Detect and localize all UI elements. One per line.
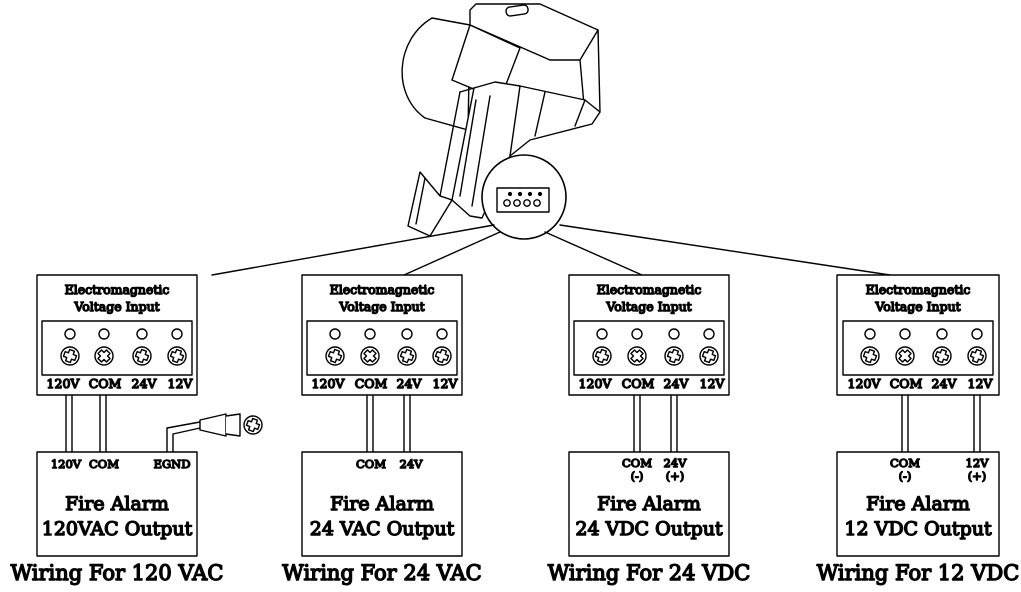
- output-terminal-label: 12V: [966, 456, 990, 470]
- x-screw-icon: [895, 346, 915, 366]
- plus-screw-icon: [167, 346, 187, 366]
- plus-screw-icon: [967, 346, 987, 366]
- terminal-strip: [573, 320, 725, 376]
- panel-24vac: Electromagnetic Voltage Input 120V COM 2…: [282, 274, 482, 586]
- leader-line-2: [403, 231, 501, 276]
- ground-lug-icon: [199, 413, 263, 437]
- input-title-line1: Electromagnetic: [330, 282, 435, 297]
- leader-line-1: [211, 224, 495, 276]
- wires: [65, 395, 201, 453]
- leader-line-4: [559, 224, 891, 276]
- polarity-label: (-): [631, 469, 644, 483]
- input-title-line2: Voltage Input: [874, 299, 960, 314]
- plus-screw-icon: [860, 346, 880, 366]
- wires: [633, 395, 678, 453]
- input-title-line2: Voltage Input: [73, 299, 159, 314]
- terminal-label: 12V: [168, 376, 194, 391]
- terminal-label: COM: [890, 376, 923, 391]
- x-screw-icon: [360, 346, 380, 366]
- terminal-label: 12V: [700, 376, 726, 391]
- plus-screw-icon: [592, 346, 612, 366]
- terminal-label: COM: [622, 376, 655, 391]
- panel-120vac: Electromagnetic Voltage Input 120V COM 2…: [10, 274, 263, 586]
- plus-screw-icon: [132, 346, 152, 366]
- output-type-label: 120VAC Output: [42, 518, 193, 540]
- input-title-line2: Voltage Input: [605, 299, 691, 314]
- panel-24vdc: Electromagnetic Voltage Input 120V COM 2…: [547, 274, 751, 586]
- fire-alarm-block: [568, 451, 730, 557]
- fire-alarm-label: Fire Alarm: [597, 493, 701, 515]
- leader-line-3: [544, 231, 643, 276]
- output-terminal-label: COM: [356, 457, 386, 471]
- terminal-label: 24V: [132, 376, 158, 391]
- x-screw-icon: [94, 346, 114, 366]
- output-terminal-label: EGND: [154, 457, 191, 471]
- output-terminal-label: 120V: [51, 457, 82, 471]
- output-type-label: 24 VAC Output: [310, 518, 455, 540]
- polarity-label: (+): [666, 469, 685, 483]
- x-screw-icon: [627, 346, 647, 366]
- input-title-line2: Voltage Input: [338, 299, 424, 314]
- plus-screw-icon: [432, 346, 452, 366]
- wires: [901, 395, 981, 453]
- wiring-caption: Wiring For 120 VAC: [11, 561, 224, 585]
- output-terminal-label: 24V: [400, 457, 424, 471]
- fire-alarm-label: Fire Alarm: [65, 493, 169, 515]
- terminal-label: 120V: [579, 376, 613, 391]
- polarity-label: (+): [968, 469, 987, 483]
- plus-screw-icon: [60, 346, 80, 366]
- terminal-strip: [41, 320, 193, 376]
- terminal-label: 12V: [968, 376, 994, 391]
- terminal-label: 120V: [312, 376, 346, 391]
- terminal-label: 12V: [433, 376, 459, 391]
- fire-alarm-label: Fire Alarm: [330, 493, 434, 515]
- terminal-label: 24V: [664, 376, 690, 391]
- terminal-label: COM: [355, 376, 388, 391]
- output-terminal-label: 24V: [664, 456, 688, 470]
- terminal-label: 120V: [47, 376, 81, 391]
- terminal-label: 24V: [397, 376, 423, 391]
- plus-screw-icon: [397, 346, 417, 366]
- terminal-strip: [306, 320, 458, 376]
- fire-alarm-block: [36, 451, 198, 557]
- wiring-caption: Wiring For 12 VDC: [817, 561, 1020, 585]
- panel-12vdc: Electromagnetic Voltage Input 120V COM 2…: [816, 274, 1020, 586]
- output-terminal-label: COM: [89, 457, 119, 471]
- input-title-line1: Electromagnetic: [866, 282, 971, 297]
- plus-screw-icon: [325, 346, 345, 366]
- terminal-label: COM: [89, 376, 122, 391]
- terminal-label: 24V: [932, 376, 958, 391]
- output-type-label: 12 VDC Output: [844, 518, 992, 540]
- wires: [366, 395, 411, 453]
- fire-alarm-label: Fire Alarm: [866, 493, 970, 515]
- polarity-label: (-): [899, 469, 912, 483]
- terminal-label: 120V: [848, 376, 882, 391]
- plus-screw-icon: [699, 346, 719, 366]
- door-holder-device-icon: [401, 3, 601, 240]
- output-terminal-label: COM: [890, 456, 920, 470]
- output-terminal-label: COM: [622, 456, 652, 470]
- input-title-line1: Electromagnetic: [65, 282, 170, 297]
- output-type-label: 24 VDC Output: [575, 518, 723, 540]
- plus-screw-icon: [932, 346, 952, 366]
- wiring-caption: Wiring For 24 VDC: [548, 561, 751, 585]
- input-title-line1: Electromagnetic: [597, 282, 702, 297]
- plus-screw-icon: [664, 346, 684, 366]
- fire-alarm-block: [836, 451, 1000, 557]
- wiring-caption: Wiring For 24 VAC: [282, 561, 481, 585]
- fire-alarm-block: [301, 451, 463, 557]
- leader-lines: [211, 224, 891, 276]
